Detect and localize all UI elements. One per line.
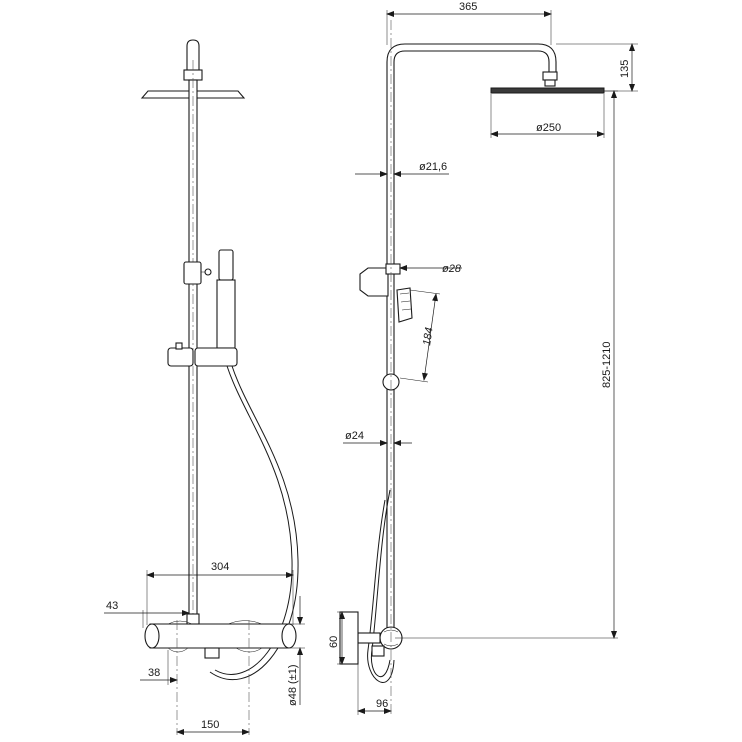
front-slider-left — [167, 347, 194, 367]
front-slider-right — [194, 347, 238, 367]
dim-connection-height: 60 — [328, 636, 340, 648]
front-mixer-left-cap — [144, 623, 160, 649]
side-hose-inner — [367, 499, 395, 683]
side-view — [339, 20, 605, 715]
front-hose-inner — [209, 365, 299, 681]
side-head-connector — [542, 71, 558, 81]
front-hose-outer — [214, 365, 293, 675]
front-slider-knob — [175, 342, 183, 350]
front-holder-knob — [204, 268, 212, 276]
side-holder-collar — [385, 263, 401, 275]
dim-pipe-lower-diameter: ø24 — [345, 430, 364, 442]
side-head-nut — [544, 79, 556, 87]
front-view — [140, 39, 299, 735]
dim-holder-diameter: ø28 — [442, 263, 462, 275]
front-dimensions: 304 43 38 150 ø48 (±1) — [104, 561, 305, 735]
dim-arm-length: 365 — [459, 1, 477, 13]
dim-height-range: 825-1210 — [601, 342, 613, 389]
side-dimensions: 365 135 ø250 ø21,6 ø28 184 ø24 825-1210 — [328, 1, 638, 715]
side-holder-bracket — [359, 267, 389, 297]
dim-mixer-left-offset: 43 — [106, 600, 118, 612]
dim-head-diameter: ø250 — [536, 122, 561, 134]
front-mixer-right-cap — [281, 623, 297, 649]
dim-pipe-upper-diameter: ø21,6 — [419, 161, 447, 173]
side-mixer-bottom-nut — [371, 645, 385, 657]
front-hand-shower-head — [218, 249, 234, 281]
front-hand-shower-handle — [216, 279, 236, 349]
side-mixer-inlet — [357, 632, 381, 644]
side-hand-shower — [396, 287, 413, 323]
dim-wall-distance: 96 — [376, 698, 388, 710]
side-wall-plate — [339, 611, 359, 665]
dim-mixer-depth-left: 38 — [148, 667, 160, 679]
front-mixer-outlet — [204, 647, 220, 659]
dim-head-height: 135 — [619, 60, 631, 78]
side-arm-pipe — [386, 43, 557, 631]
front-top-stub — [186, 39, 200, 73]
front-mixer-top-connector — [186, 613, 200, 625]
side-shower-head — [490, 87, 605, 94]
front-upper-holder — [183, 261, 202, 285]
dim-mixer-inlet-spacing: 150 — [201, 719, 219, 731]
dim-mixer-width: 304 — [211, 561, 229, 573]
front-mixer-body — [145, 623, 293, 649]
dim-hand-shower-length: 184 — [421, 327, 435, 347]
dim-mixer-diameter: ø48 (±1) — [287, 665, 299, 707]
